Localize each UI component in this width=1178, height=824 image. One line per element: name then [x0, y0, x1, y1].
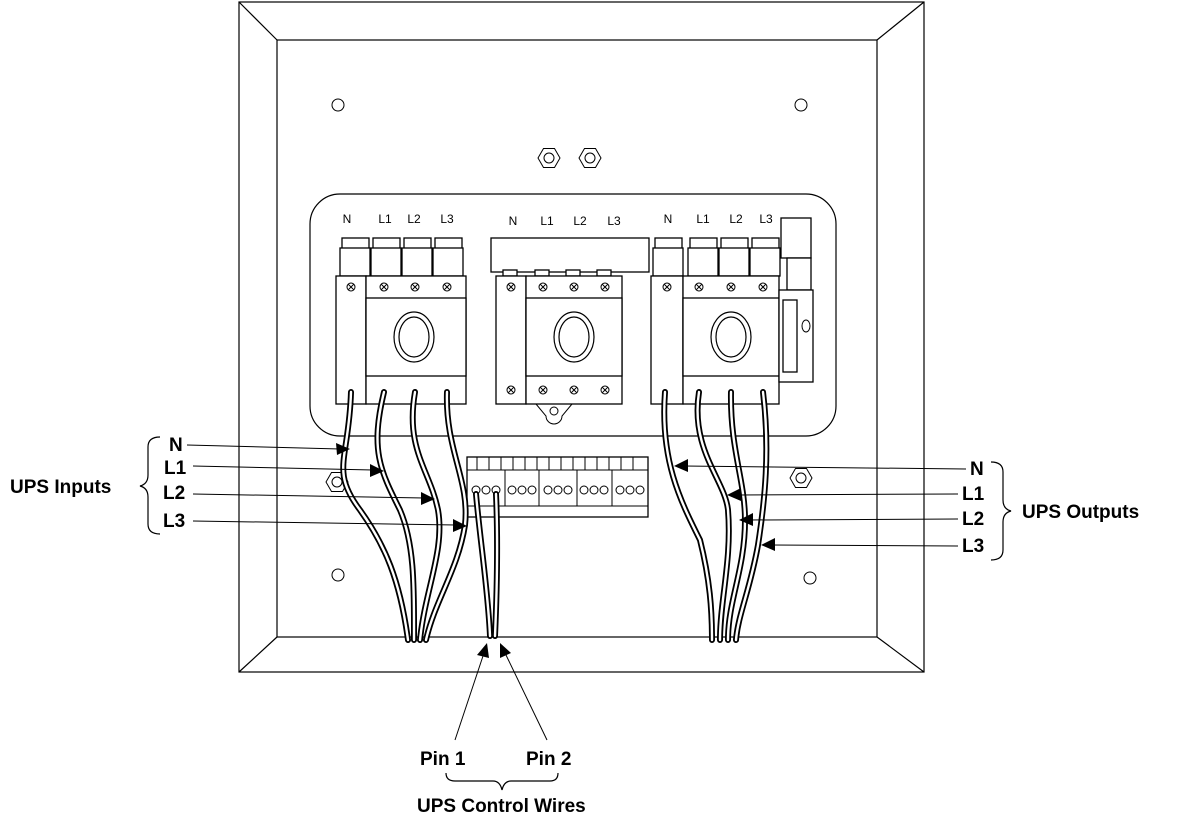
- switch-1: N L1 L2 L3: [335, 212, 467, 405]
- ups-outputs-callouts: UPS Outputs N L1 L2 L3: [674, 459, 1139, 561]
- switch-1-label-l3: L3: [440, 212, 454, 226]
- switch-3-label-l3: L3: [759, 212, 773, 226]
- switch-2: N L1 L2 L3: [490, 214, 650, 425]
- ups-control-wires-label: UPS Control Wires: [417, 796, 586, 817]
- switch-2-label-l3: L3: [607, 214, 621, 228]
- ups-outputs-label: UPS Outputs: [1022, 502, 1139, 523]
- mounting-holes: [331, 98, 817, 585]
- switch-1-label-l1: L1: [378, 212, 392, 226]
- enclosure: [238, 1, 925, 673]
- ups-inputs-label: UPS Inputs: [10, 477, 111, 498]
- mounting-panel: [309, 193, 837, 437]
- switch-3-label-l1: L1: [696, 212, 710, 226]
- ups-output-l3-label: L3: [962, 536, 984, 557]
- switch-2-label-l1: L1: [540, 214, 554, 228]
- ups-output-n-label: N: [970, 459, 984, 480]
- ups-control-callouts: Pin 1 Pin 2 UPS Control Wires: [417, 643, 586, 817]
- pin-1-label: Pin 1: [420, 749, 466, 770]
- ups-output-l2-label: L2: [962, 509, 984, 530]
- switch-3-label-n: N: [664, 212, 673, 226]
- switch-1-label-l2: L2: [407, 212, 421, 226]
- input-wires: [340, 389, 469, 643]
- switch-2-label-n: N: [509, 214, 518, 228]
- ups-input-l3-label: L3: [163, 511, 185, 532]
- ups-input-l1-label: L1: [164, 458, 187, 479]
- pin-2-label: Pin 2: [526, 749, 571, 770]
- ups-output-l1-label: L1: [962, 484, 985, 505]
- ups-inputs-callouts: UPS Inputs N L1 L2 L3: [10, 435, 467, 535]
- switch-3-label-l2: L2: [729, 212, 743, 226]
- control-wires: [473, 491, 501, 639]
- ups-input-n-label: N: [169, 435, 183, 456]
- switch-3: N L1 L2 L3: [650, 212, 814, 405]
- ups-input-l2-label: L2: [163, 483, 185, 504]
- switch-2-label-l2: L2: [573, 214, 587, 228]
- switch-1-label-n: N: [343, 212, 352, 226]
